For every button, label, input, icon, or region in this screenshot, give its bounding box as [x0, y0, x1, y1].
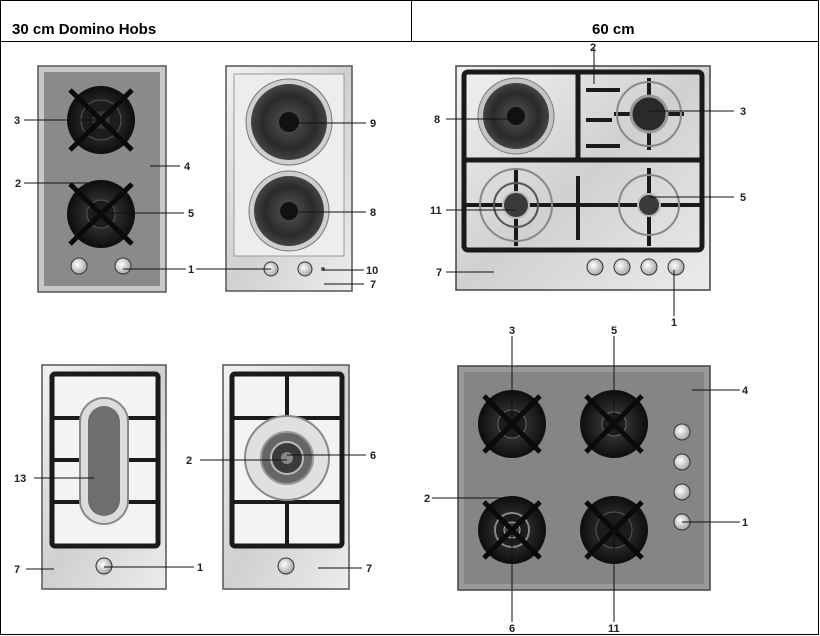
callout-11: 11: [430, 205, 442, 217]
callout-9: 9: [370, 118, 376, 130]
control-knob[interactable]: [667, 258, 685, 276]
control-knob[interactable]: [586, 258, 604, 276]
callout-2: 2: [424, 493, 430, 505]
callout-5: 5: [188, 208, 194, 220]
leader-lines: [24, 48, 740, 622]
burner-auxiliary: [618, 174, 680, 236]
control-knob[interactable]: [70, 257, 88, 275]
callout-7: 7: [370, 279, 376, 291]
callout-2: 2: [186, 455, 192, 467]
callout-2: 2: [590, 42, 596, 54]
control-knob[interactable]: [673, 423, 691, 441]
callout-4: 4: [184, 161, 191, 173]
header-30cm-title: 30 cm Domino Hobs: [12, 21, 157, 38]
callout-1: 1: [671, 317, 677, 329]
hotplate-large: [245, 78, 333, 166]
hotplate: [477, 77, 555, 155]
callout-11: 11: [608, 623, 620, 635]
wok-burner: [244, 415, 330, 501]
callout-8: 8: [370, 207, 376, 219]
callout-5: 5: [611, 325, 617, 337]
gas-on-glass-60cm-hob: [457, 365, 711, 591]
control-knob[interactable]: [114, 257, 132, 275]
header-60cm-title: 60 cm: [592, 21, 635, 38]
callout-10: 10: [366, 265, 378, 277]
control-knob[interactable]: [613, 258, 631, 276]
burner-rapid: [616, 81, 682, 147]
callout-1: 1: [197, 562, 203, 574]
control-knob[interactable]: [640, 258, 658, 276]
control-knob[interactable]: [673, 453, 691, 471]
wok-domino-hob: [222, 364, 350, 590]
callout-3: 3: [740, 106, 746, 118]
callout-7: 7: [366, 563, 372, 575]
callout-7: 7: [436, 267, 442, 279]
control-knob[interactable]: [277, 557, 295, 575]
hotplate-small: [248, 170, 330, 252]
callout-7: 7: [14, 564, 20, 576]
callout-1: 1: [188, 264, 194, 276]
header-cell-30cm: 30 cm Domino Hobs: [0, 0, 412, 42]
grill-domino-hob: [41, 364, 167, 590]
callout-8: 8: [434, 114, 440, 126]
control-knob[interactable]: [95, 557, 113, 575]
control-knob[interactable]: [673, 483, 691, 501]
callout-1: 1: [742, 517, 748, 529]
callout-5: 5: [740, 192, 746, 204]
header-cell-60cm: 60 cm: [412, 0, 819, 42]
callout-2: 2: [15, 178, 21, 190]
control-knob[interactable]: [297, 261, 313, 277]
callout-3: 3: [14, 115, 20, 127]
grill-element: [79, 397, 129, 525]
burner-wok: [479, 168, 553, 242]
electric-domino-hob: [225, 65, 353, 292]
callout-6: 6: [370, 450, 376, 462]
callout-6: 6: [509, 623, 515, 635]
mixed-60cm-hob: [455, 65, 711, 291]
callout-13: 13: [14, 473, 26, 485]
burner-lower: [67, 180, 135, 248]
callout-4: 4: [742, 385, 749, 397]
callout-3: 3: [509, 325, 515, 337]
gas-domino-hob: [37, 65, 167, 293]
